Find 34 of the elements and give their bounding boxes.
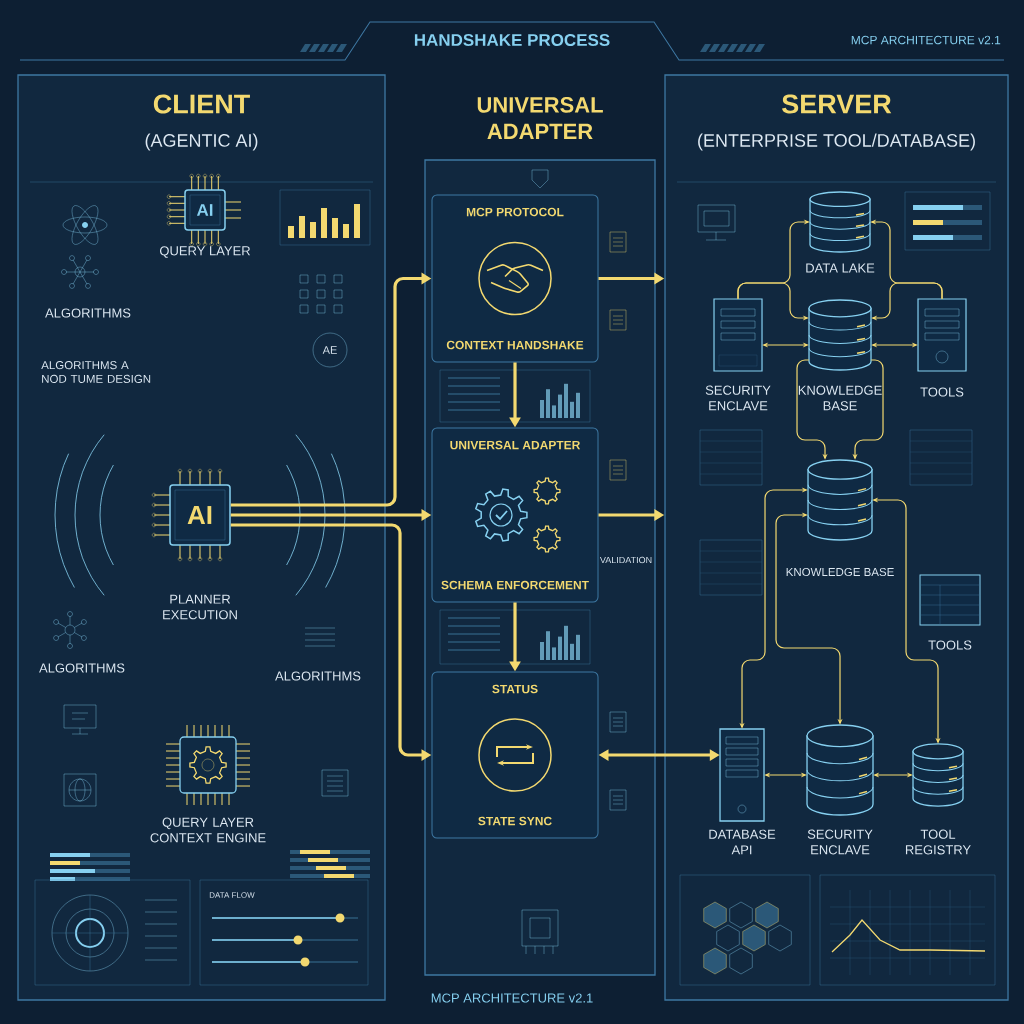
circle-badge: AE	[312, 332, 348, 368]
panel-title: DATA FLOW	[209, 892, 255, 898]
component-label: TOOLS	[928, 640, 972, 650]
text-label: ALGORITHMS	[275, 671, 361, 681]
text-label: ALGORITHMS	[39, 663, 125, 673]
text-label: ALGORITHMS	[45, 308, 131, 318]
component-label: KNOWLEDGE BASE	[798, 385, 882, 411]
title: HANDSHAKE PROCESS	[414, 34, 610, 46]
component-label: TOOL REGISTRY	[905, 829, 971, 855]
component-label: QUERY LAYER	[160, 246, 251, 258]
processor-chip: AI	[167, 174, 242, 246]
component-label: VALIDATION	[599, 556, 652, 564]
footer-label: MCP ARCHITECTURE v2.1	[431, 993, 593, 1003]
node-label: CONTEXT HANDSHAKE	[446, 340, 584, 350]
component-label: PLANNER EXECUTION	[163, 594, 237, 620]
adapter-section: STATUS STATE SYNC	[431, 671, 599, 839]
component-label: TOOLS	[920, 387, 964, 397]
node-label: SCHEMA ENFORCEMENT	[441, 580, 589, 590]
node-label: UNIVERSAL ADAPTER	[477, 97, 603, 139]
node-label: UNIVERSAL ADAPTER	[450, 440, 581, 450]
component-label: DATA LAKE	[806, 263, 875, 273]
node-label: MCP PROTOCOL	[466, 207, 564, 217]
component-label: QUERY LAYER CONTEXT ENGINE	[150, 817, 266, 843]
component-label: SECURITY ENCLAVE	[807, 829, 873, 855]
text-label: ALGORITHMS A NOD TUME DESIGN	[41, 361, 151, 383]
component-label: SECURITY ENCLAVE	[705, 385, 771, 411]
component-label: KNOWLEDGE BASE	[786, 567, 894, 577]
node-label: STATUS	[492, 684, 538, 694]
node-label: STATE SYNC	[478, 816, 552, 826]
processor-chip: AI	[152, 469, 231, 561]
component-label: DATABASE API	[709, 829, 776, 855]
adapter-section: MCP PROTOCOL CONTEXT HANDSHAKE	[431, 194, 599, 363]
header-label: MCP ARCHITECTURE v2.1	[851, 35, 1001, 45]
adapter-section: UNIVERSAL ADAPTER SCHEMA ENFORCEMENT	[431, 427, 599, 603]
